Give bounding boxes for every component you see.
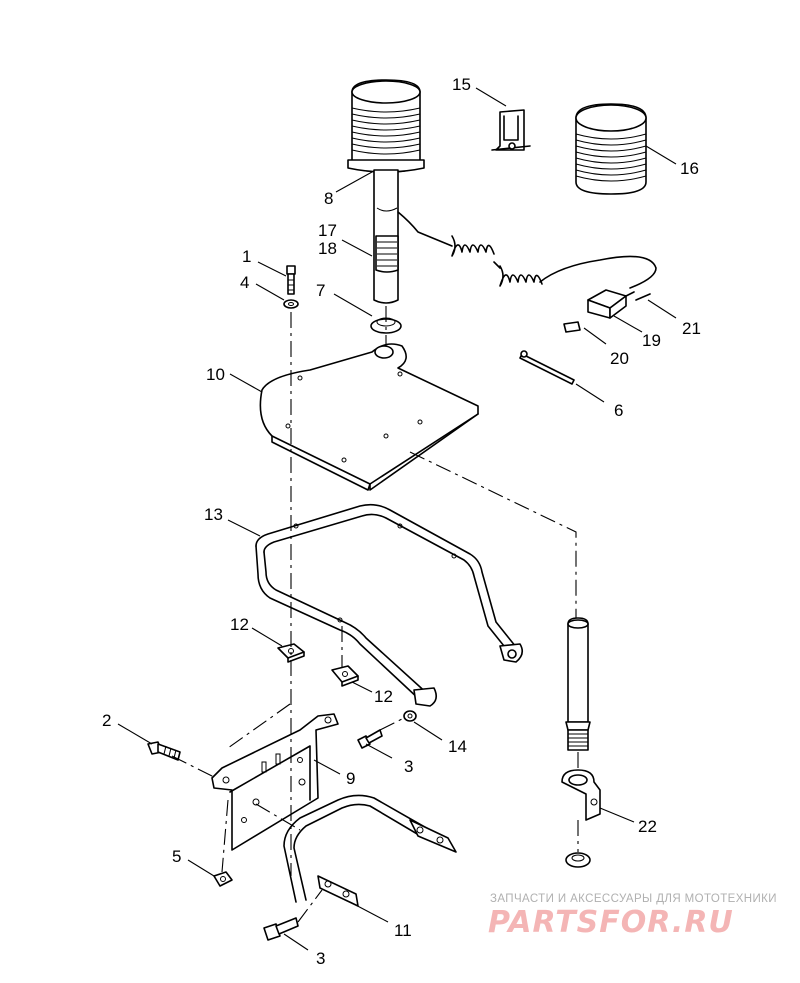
clip-nut-12a xyxy=(277,643,305,663)
nut-22 xyxy=(565,852,591,868)
callout-8: 8 xyxy=(324,189,333,208)
leader-lines xyxy=(117,87,677,951)
callout-14: 14 xyxy=(448,737,467,756)
connector-19 xyxy=(587,289,635,319)
callout-17: 17 xyxy=(318,221,337,240)
watermark: ЗАПЧАСТИ И АКСЕССУАРЫ ДЛЯ МОТОТЕХНИКИ PA… xyxy=(488,893,777,940)
callout-12-upper: 12 xyxy=(230,615,249,634)
callout-22: 22 xyxy=(638,817,657,836)
callout-19: 19 xyxy=(642,331,661,350)
washer-4 xyxy=(283,299,299,309)
bolt-1 xyxy=(286,265,296,295)
callout-12-lower: 12 xyxy=(374,687,393,706)
callout-21: 21 xyxy=(682,319,701,338)
callout-10: 10 xyxy=(206,365,225,384)
coiled-cord xyxy=(397,211,657,289)
terminal-20 xyxy=(563,321,581,333)
callout-5: 5 xyxy=(172,847,181,866)
bolt-2 xyxy=(147,741,181,761)
callout-11: 11 xyxy=(394,921,412,940)
plate-10 xyxy=(259,343,479,491)
callout-1: 1 xyxy=(242,247,251,266)
washer-14 xyxy=(403,710,417,722)
callout-3-lower: 3 xyxy=(316,949,325,968)
callout-16: 16 xyxy=(680,159,699,178)
lens-16 xyxy=(575,103,647,195)
callout-labels: 15 16 8 17 18 1 4 7 21 19 20 10 6 13 12 … xyxy=(102,75,701,968)
watermark-logo: PARTSFOR.RU xyxy=(488,905,734,940)
clip-nut-12b xyxy=(331,665,359,687)
callout-9: 9 xyxy=(346,769,355,788)
callout-20: 20 xyxy=(610,349,629,368)
screw-3-lower xyxy=(263,917,299,941)
callout-6: 6 xyxy=(614,401,623,420)
bracket-9 xyxy=(211,713,339,851)
beacon-lamp-assembly xyxy=(347,79,425,304)
mount-bracket-22 xyxy=(561,769,601,821)
callout-3-upper: 3 xyxy=(404,757,413,776)
pin-21 xyxy=(635,293,651,301)
callout-7: 7 xyxy=(316,281,325,300)
callout-4: 4 xyxy=(240,273,249,292)
callout-18: 18 xyxy=(318,239,337,258)
pole-22 xyxy=(565,617,591,751)
callout-2: 2 xyxy=(102,711,111,730)
screw-3-upper xyxy=(357,729,383,749)
callout-15: 15 xyxy=(452,75,471,94)
watermark-tagline: ЗАПЧАСТИ И АКСЕССУАРЫ ДЛЯ МОТОТЕХНИКИ xyxy=(490,893,777,905)
centerlines xyxy=(171,306,579,923)
clip-15 xyxy=(491,109,531,151)
callout-13: 13 xyxy=(204,505,223,524)
nut-5 xyxy=(213,871,233,887)
rail-13 xyxy=(255,503,524,707)
cable-tie-6 xyxy=(519,350,575,385)
bracket-11 xyxy=(283,794,457,907)
